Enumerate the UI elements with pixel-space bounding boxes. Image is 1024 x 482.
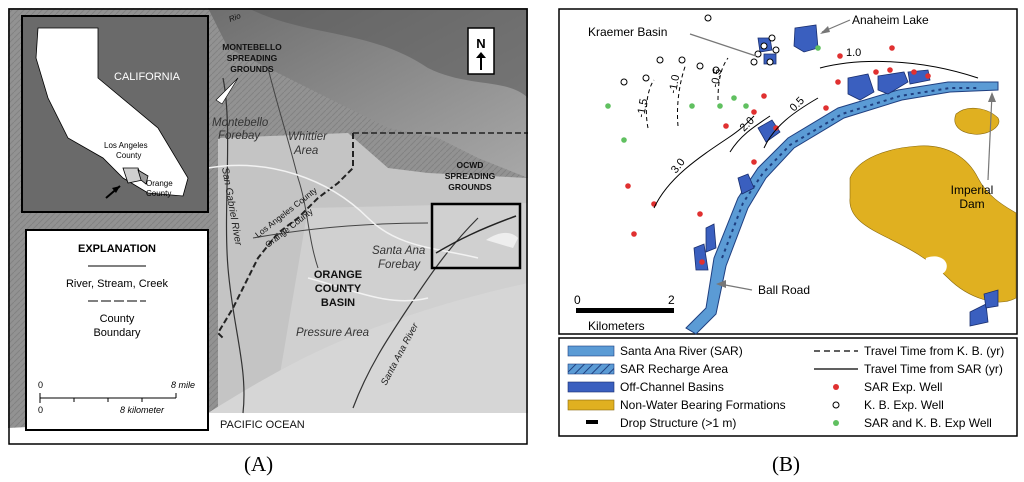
legend-drop-label: Drop Structure (>1 m) (620, 416, 736, 430)
inset-state-label: CALIFORNIA (114, 71, 181, 83)
county-boundary (216, 133, 354, 339)
inset-la-county-label: Los Angeles (104, 141, 148, 150)
kraemer-basin-label: Kraemer Basin (588, 25, 667, 39)
san-gabriel-river-line (222, 77, 245, 414)
whittier-l2: Area (293, 145, 318, 157)
contour-labels: -1.5 -1.0 -0.5 3.0 2.0 0.5 1.0 (635, 47, 861, 176)
basin-l3: BASIN (321, 297, 355, 309)
inset-orange-county-label: Orange (146, 179, 173, 188)
contour-label-kb-0: -1.5 (635, 98, 650, 119)
california-inset: CALIFORNIA Los Angeles County Orange Cou… (21, 15, 209, 213)
panel-b-legend: Santa Ana River (SAR) SAR Recharge Area … (558, 337, 1018, 437)
legend-recharge-swatch (567, 363, 615, 375)
legend-basin-swatch (567, 381, 615, 393)
scale-b-zero: 0 (574, 293, 581, 307)
basin-l1: ORANGE (314, 269, 362, 281)
whittier-area-label: Whittier Area (288, 131, 328, 157)
legend-county-label-2: Boundary (93, 327, 141, 339)
california-shape (35, 27, 189, 197)
santa-ana-river-line (352, 217, 479, 409)
panel-b-caption: (B) (772, 452, 800, 476)
legend-nonwater-swatch (567, 399, 615, 411)
rio-hondo-label: Rio (228, 11, 243, 24)
explanation-title: EXPLANATION (78, 243, 156, 255)
panel-b-map: -1.5 -1.0 -0.5 3.0 2.0 0.5 1.0 Kraemer B… (558, 8, 1018, 438)
ocwd-l3: GROUNDS (448, 182, 492, 192)
scale-zero-bottom: 0 (38, 405, 43, 415)
montebello-grounds-label: MONTEBELLO SPREADING GROUNDS (222, 42, 282, 74)
montebello-forebay-l1: Montebello (212, 117, 269, 129)
legend-dashed-label: Travel Time from K. B. (yr) (864, 344, 1004, 358)
ball-road-label: Ball Road (758, 283, 810, 297)
legend-solid-label: Travel Time from SAR (yr) (864, 362, 1003, 376)
scale-zero-top: 0 (38, 380, 43, 390)
montebello-grounds-l2: SPREADING (227, 53, 278, 63)
ocwd-grounds-label: OCWD SPREADING GROUNDS (445, 160, 496, 192)
legend-open-dot-label: K. B. Exp. Well (864, 398, 944, 412)
pacific-ocean-label: PACIFIC OCEAN (220, 419, 305, 431)
orange-county-basin-label: ORANGE COUNTY BASIN (314, 269, 362, 309)
ocwd-l1: OCWD (457, 160, 484, 170)
legend-river-label: River, Stream, Creek (66, 278, 169, 290)
legend-red-dot-label: SAR Exp. Well (864, 380, 942, 394)
santa-ana-forebay-label: Santa Ana Forebay (372, 245, 425, 271)
ocwd-l2: SPREADING (445, 171, 496, 181)
north-label: N (476, 36, 485, 51)
legend-basin-label: Off-Channel Basins (620, 380, 724, 394)
legend-county-label: County (100, 313, 135, 325)
legend-sar-swatch (567, 345, 615, 357)
scale-km-label: 8 kilometer (120, 405, 165, 415)
legend-open-dot (832, 401, 840, 409)
legend-nonwater-label: Non-Water Bearing Formations (620, 398, 786, 412)
montebello-grounds-l1: MONTEBELLO (222, 42, 282, 52)
north-arrow-icon: N (467, 27, 495, 75)
orange-county-basin-map: CALIFORNIA Los Angeles County Orange Cou… (8, 8, 528, 445)
legend-recharge-label: SAR Recharge Area (620, 362, 728, 376)
sar-and-kb-exp-wells (605, 45, 821, 143)
legend-red-dot (833, 384, 839, 390)
explanation-box: EXPLANATION River, Stream, Creek County … (25, 229, 209, 431)
anaheim-lake-label: Anaheim Lake (852, 13, 929, 27)
non-water-bearing-formation (849, 145, 1017, 303)
santa-ana-forebay-l2: Forebay (378, 259, 421, 271)
travel-time-contours (645, 57, 979, 209)
panel-b-scale-bar: 0 2 Kilometers (574, 293, 675, 333)
recharge-area-map: -1.5 -1.0 -0.5 3.0 2.0 0.5 1.0 Kraemer B… (558, 8, 1018, 438)
contour-label-kb-1: -1.0 (667, 74, 682, 95)
study-area-rectangle (430, 202, 522, 270)
kraemer-basin-wells (620, 14, 780, 86)
scale-bar: 0 8 mile 0 8 kilometer (38, 380, 195, 415)
panel-a-map: CALIFORNIA Los Angeles County Orange Cou… (8, 8, 528, 445)
imperial-dam-label-2: Dam (959, 197, 984, 211)
contour-label-kb-2: -0.5 (709, 68, 724, 89)
montebello-grounds-l3: GROUNDS (230, 64, 274, 74)
inset-orange-county-label-2: County (146, 189, 171, 198)
legend-green-dot-label: SAR and K. B. Exp Well (864, 416, 992, 430)
montebello-forebay-l2: Forebay (218, 130, 261, 142)
basin-l2: COUNTY (315, 283, 362, 295)
scale-b-two: 2 (668, 293, 675, 307)
legend-green-dot (833, 420, 839, 426)
sar-exp-wells (625, 45, 931, 265)
off-channel-basins (693, 24, 999, 327)
whittier-l1: Whittier (288, 131, 328, 143)
pressure-area-label: Pressure Area (296, 327, 369, 339)
legend-drop-swatch (586, 420, 598, 424)
legend-sar-label: Santa Ana River (SAR) (620, 344, 743, 358)
imperial-dam-label: Imperial (951, 183, 994, 197)
scale-mile-label: 8 mile (171, 380, 195, 390)
panel-a-caption: (A) (244, 452, 274, 476)
contour-label-sar-3: 1.0 (846, 47, 861, 59)
montebello-forebay-label: Montebello Forebay (212, 117, 269, 142)
santa-ana-forebay-l1: Santa Ana (372, 245, 425, 257)
ocean-area (208, 413, 528, 445)
scale-b-unit: Kilometers (588, 319, 645, 333)
inset-la-county-label-2: County (116, 151, 141, 160)
